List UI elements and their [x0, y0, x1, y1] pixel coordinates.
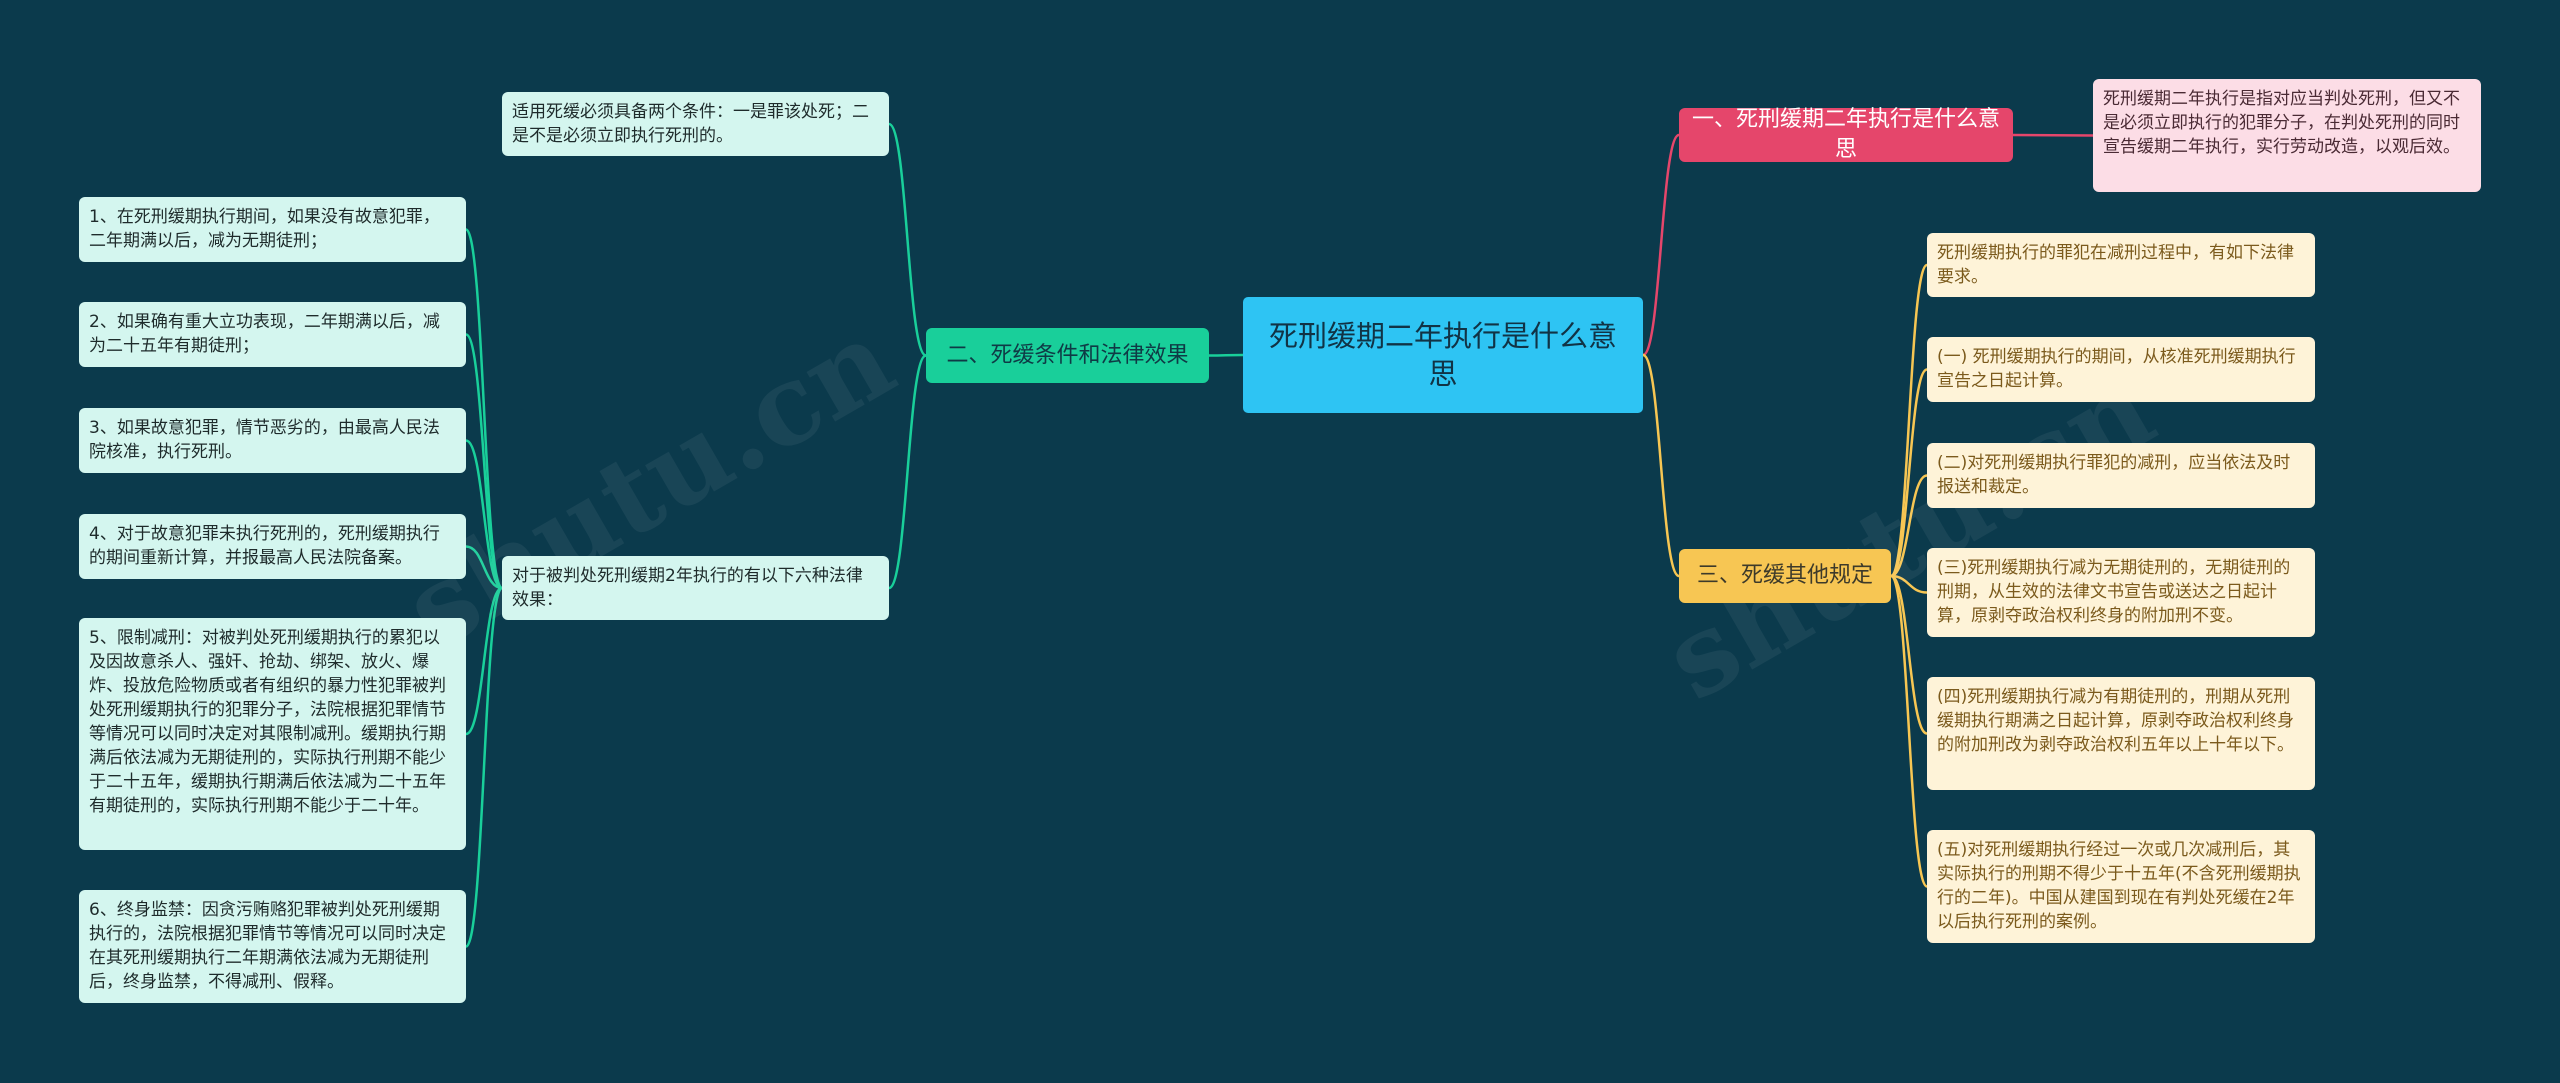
link-effect-item-4: [465, 545, 503, 590]
link-effect-item-3: [465, 439, 503, 590]
link-rule-0: [1889, 263, 1929, 578]
effect-item-3[interactable]: 3、如果故意犯罪，情节恶劣的，由最高人民法院核准，执行死刑。: [79, 408, 466, 473]
link-central-branch-other-rules: [1642, 353, 1680, 578]
link-rule-1: [1890, 368, 1928, 578]
branch-other-rules-label: 三、死缓其他规定: [1696, 563, 1873, 588]
link-rule-5: [1889, 574, 1929, 888]
leaf-meaning-definition[interactable]: 死刑缓期二年执行是指对应当判处死刑，但又不是必须立即执行的犯罪分子，在判处死刑的…: [2093, 79, 2481, 192]
link-effect-item-2: [464, 333, 504, 590]
link-branch-conditions-leaf: [888, 122, 927, 357]
effect-item-5[interactable]: 5、限制减刑：对被判处死刑缓期执行的累犯以及因故意杀人、强奸、抢劫、绑架、放火、…: [79, 618, 466, 850]
branch-conditions-effects[interactable]: 二、死缓条件和法律效果: [926, 328, 1209, 383]
rule-1[interactable]: (一) 死刑缓期执行的期间，从核准死刑缓期执行宣告之日起计算。: [1927, 337, 2315, 402]
branch-meaning[interactable]: 一、死刑缓期二年执行是什么意思: [1679, 107, 2013, 162]
effect-item-1[interactable]: 1、在死刑缓期执行期间，如果没有故意犯罪，二年期满以后，减为无期徒刑；: [79, 197, 466, 262]
effect-item-6[interactable]: 6、终身监禁：因贪污贿赂犯罪被判处死刑缓期执行的，法院根据犯罪情节等情况可以同时…: [79, 890, 466, 1003]
link-rule-2: [1890, 474, 1928, 578]
effect-item-2[interactable]: 2、如果确有重大立功表现，二年期满以后，减为二十五年有期徒刑；: [79, 302, 466, 367]
branch-meaning-label: 一、死刑缓期二年执行是什么意思: [1691, 107, 2000, 162]
branch-conditions-effects-label: 二、死缓条件和法律效果: [946, 342, 1189, 368]
rule-intro[interactable]: 死刑缓期执行的罪犯在减刑过程中，有如下法律要求。: [1927, 233, 2315, 297]
link-central-branch-conditions: [1208, 353, 1244, 357]
rule-3[interactable]: (三)死刑缓期执行减为无期徒刑的，无期徒刑的刑期，从生效的法律文书宣告或送达之日…: [1927, 548, 2315, 637]
effect-item-4[interactable]: 4、对于故意犯罪未执行死刑的，死刑缓期执行的期间重新计算，并报最高人民法院备案。: [79, 514, 466, 579]
rule-4[interactable]: (四)死刑缓期执行减为有期徒刑的，刑期从死刑缓期执行期满之日起计算，原剥夺政治权…: [1927, 677, 2315, 790]
link-effect-item-1: [464, 228, 504, 590]
rule-2[interactable]: (二)对死刑缓期执行罪犯的减刑，应当依法及时报送和裁定。: [1927, 443, 2315, 508]
link-branch-effects-leaf: [888, 354, 927, 590]
leaf-legal-effects[interactable]: 对于被判处死刑缓期2年执行的有以下六种法律效果：: [502, 556, 889, 620]
central-topic-label: 死刑缓期二年执行是什么意思: [1268, 319, 1617, 391]
link-branch-meaning-leaf: [2012, 133, 2094, 137]
link-rule-3: [1890, 574, 1928, 594]
central-topic[interactable]: 死刑缓期二年执行是什么意思: [1243, 297, 1643, 413]
link-effect-item-6: [464, 586, 504, 948]
rule-5[interactable]: (五)对死刑缓期执行经过一次或几次减刑后，其实际执行的刑期不得少于十五年(不含死…: [1927, 830, 2315, 943]
leaf-conditions[interactable]: 适用死缓必须具备两个条件：一是罪该处死；二是不是必须立即执行死刑的。: [502, 92, 889, 156]
branch-other-rules[interactable]: 三、死缓其他规定: [1679, 549, 1891, 603]
link-effect-item-5: [465, 586, 503, 736]
link-central-branch-meaning: [1641, 133, 1681, 357]
link-rule-4: [1890, 574, 1928, 735]
